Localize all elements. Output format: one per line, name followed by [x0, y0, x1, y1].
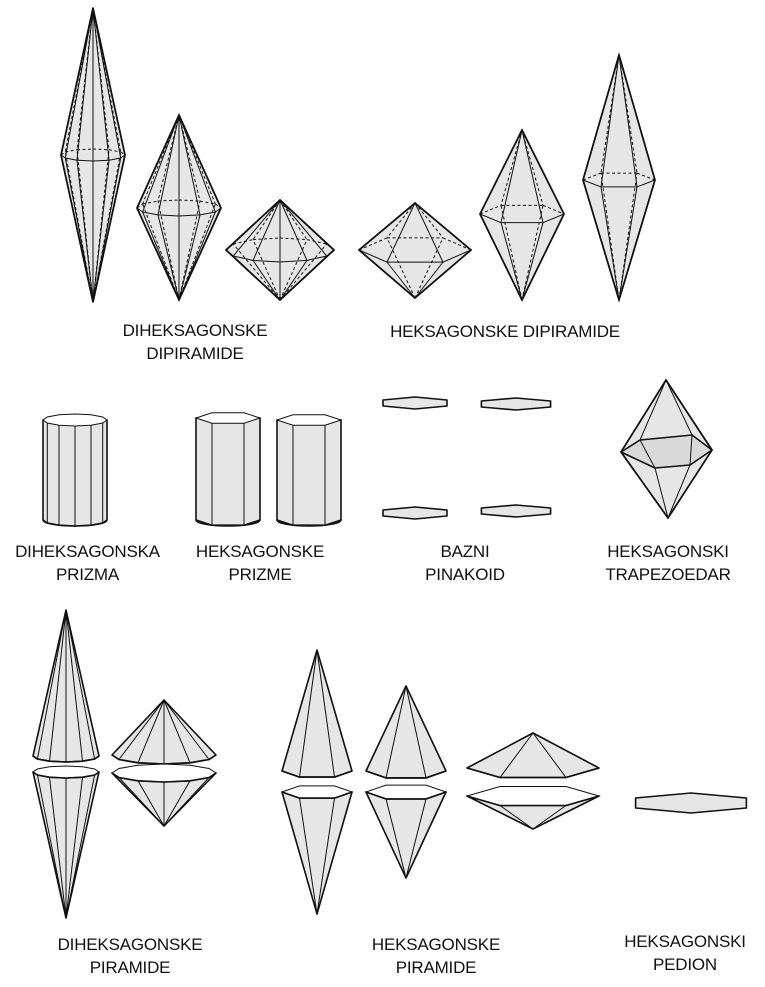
- label-line-2: PEDION: [653, 955, 717, 974]
- label-line-1: DIHEKSAGONSKE: [57, 935, 203, 954]
- hexagonal-pyramid-flat-down: [465, 786, 601, 830]
- dihexagonal-dipyramid-medium: [136, 113, 222, 302]
- label-hexagonal-dipyramids: HEKSAGONSKE DIPIRAMIDE: [360, 320, 650, 343]
- label-line-1: HEKSAGONSKI: [624, 932, 746, 951]
- hexagonal-dipyramid-tall: [582, 52, 656, 303]
- dihexagonal-prism: [42, 413, 108, 527]
- hexagonal-pyramid-medium-down: [364, 784, 448, 879]
- label-line-1: BAZNI: [440, 542, 490, 561]
- hexagonal-prism-right: [275, 414, 343, 527]
- dihexagonal-pyramid-tall-down: [32, 765, 100, 919]
- label-line-2: PIRAMIDE: [395, 958, 477, 977]
- hexagonal-pedion: [634, 792, 748, 814]
- label-line-2: PRIZME: [228, 565, 292, 584]
- dihexagonal-pyramid-flat-up: [111, 699, 217, 765]
- label-hexagonal-trapezohedron: HEKSAGONSKI TRAPEZOEDAR: [588, 540, 748, 586]
- label-dihexagonal-dipyramids: DIHEKSAGONSKE DIPIRAMIDE: [110, 319, 280, 365]
- dihexagonal-dipyramid-tall: [60, 7, 126, 303]
- label-line-1: HEKSAGONSKE: [371, 935, 501, 954]
- label-dihexagonal-prism: DIHEKSAGONSKA PRIZMA: [0, 540, 175, 586]
- label-line-2: TRAPEZOEDAR: [605, 565, 731, 584]
- label-dihexagonal-pyramids: DIHEKSAGONSKE PIRAMIDE: [45, 933, 215, 979]
- label-hexagonal-prisms: HEKSAGONSKE PRIZME: [185, 540, 335, 586]
- label-line-1: DIHEKSAGONSKA: [15, 542, 160, 561]
- dihexagonal-dipyramid-flat: [224, 198, 336, 302]
- dihexagonal-pyramid-flat-down: [111, 763, 217, 827]
- basal-pinacoid-top-left: [382, 396, 448, 410]
- label-line-2: PIRAMIDE: [89, 958, 171, 977]
- label-basal-pinacoid: BAZNI PINAKOID: [400, 540, 530, 586]
- label-line-2: PRIZMA: [55, 565, 120, 584]
- label-line-2: DIPIRAMIDE: [146, 344, 244, 363]
- dihexagonal-pyramid-tall-up: [32, 609, 100, 763]
- hexagonal-pyramid-tall-down: [280, 785, 354, 915]
- hexagonal-trapezohedron: [620, 378, 713, 520]
- hexagonal-dipyramid-medium: [479, 128, 565, 302]
- label-hexagonal-pyramids: HEKSAGONSKE PIRAMIDE: [356, 933, 516, 979]
- label-line-2: PINAKOID: [425, 565, 505, 584]
- label-line-1: HEKSAGONSKI: [607, 542, 729, 561]
- basal-pinacoid-top-right: [480, 397, 552, 411]
- hexagonal-pyramid-medium-up: [365, 685, 447, 779]
- hexagonal-pyramid-tall-up: [281, 649, 353, 778]
- basal-pinacoid-bottom-left: [382, 506, 448, 520]
- basal-pinacoid-bottom-right: [480, 504, 552, 518]
- label-line-1: HEKSAGONSKE: [195, 542, 325, 561]
- label-line-1: DIHEKSAGONSKE: [122, 321, 268, 340]
- label-hexagonal-pedion: HEKSAGONSKI PEDION: [610, 930, 760, 976]
- label-line-1: HEKSAGONSKE DIPIRAMIDE: [390, 322, 620, 341]
- hexagonal-dipyramid-flat: [357, 201, 473, 300]
- hexagonal-prism-left: [194, 412, 262, 527]
- hexagonal-pyramid-flat-up: [466, 732, 600, 779]
